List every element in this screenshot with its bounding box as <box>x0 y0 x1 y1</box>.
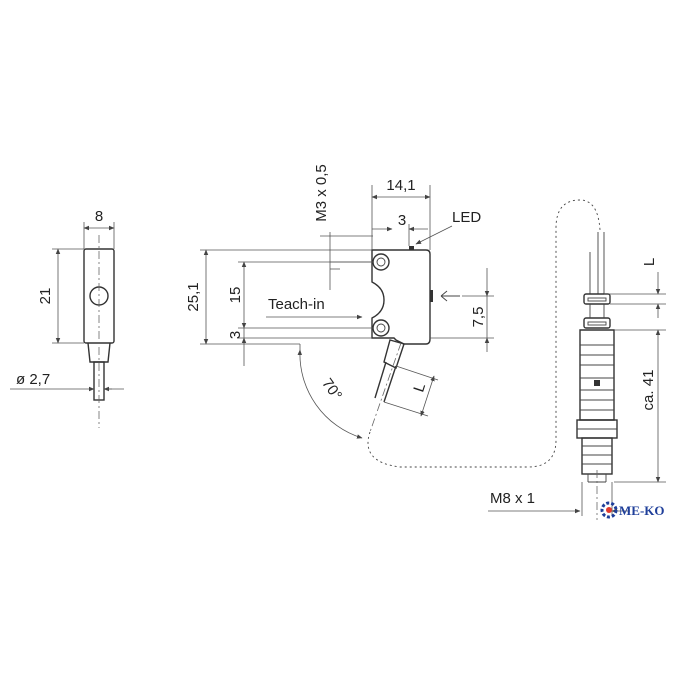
front-optical-axis-label: 7,5 <box>470 307 487 328</box>
front-mount-hole-top <box>372 253 390 271</box>
front-length-label: 14,1 <box>386 177 415 194</box>
front-mount-hole-bottom <box>372 319 390 337</box>
logo-text: ME-KO <box>619 503 665 518</box>
front-view: 25,1 15 3 Teach-in M3 x 0,5 14,1 3 LED <box>185 164 494 439</box>
me-ko-logo: ME-KO <box>598 497 668 523</box>
front-total-height-label: 25,1 <box>185 282 202 311</box>
front-teach-in-label: Teach-in <box>268 296 325 313</box>
front-led-marker <box>409 246 414 250</box>
side-cable-diameter-label: ø 2,7 <box>16 371 50 388</box>
front-hole-spacing-label: 15 <box>227 287 244 304</box>
cable-continuation-dotted <box>367 199 601 468</box>
front-cable-upper <box>383 365 397 403</box>
side-height-label: 21 <box>37 288 54 305</box>
side-view: 8 21 ø 2,7 <box>10 208 124 428</box>
front-thread-label: M3 x 0,5 <box>313 164 330 222</box>
front-emitter-arrow <box>440 290 460 302</box>
front-optical-window <box>430 290 433 302</box>
connector-latch <box>594 380 600 386</box>
side-width-label: 8 <box>95 208 103 225</box>
connector-thread-label: M8 x 1 <box>490 490 535 507</box>
gear-icon: ME-KO <box>600 501 665 519</box>
front-bottom-offset-label: 3 <box>227 331 244 339</box>
connector-length-label: ca. 41 <box>640 370 657 411</box>
connector-cable-length-label: L <box>641 258 658 266</box>
connector-view: L ca. 41 M8 x 1 <box>488 232 666 520</box>
connector-grip-body <box>579 329 615 421</box>
connector-thread <box>581 437 613 475</box>
front-mount-hole-bottom-inner <box>376 323 386 333</box>
front-cable-length-label: L <box>410 381 429 394</box>
front-cable-lower <box>374 361 387 399</box>
front-top-offset-label: 3 <box>398 212 406 229</box>
front-mount-hole-top-inner <box>376 257 386 267</box>
front-housing <box>371 249 431 345</box>
connector-cable-seg-2 <box>583 317 611 329</box>
front-led-label: LED <box>452 209 481 226</box>
front-angle-label: 70° <box>318 375 345 403</box>
connector-cable-seg-1 <box>583 293 611 305</box>
